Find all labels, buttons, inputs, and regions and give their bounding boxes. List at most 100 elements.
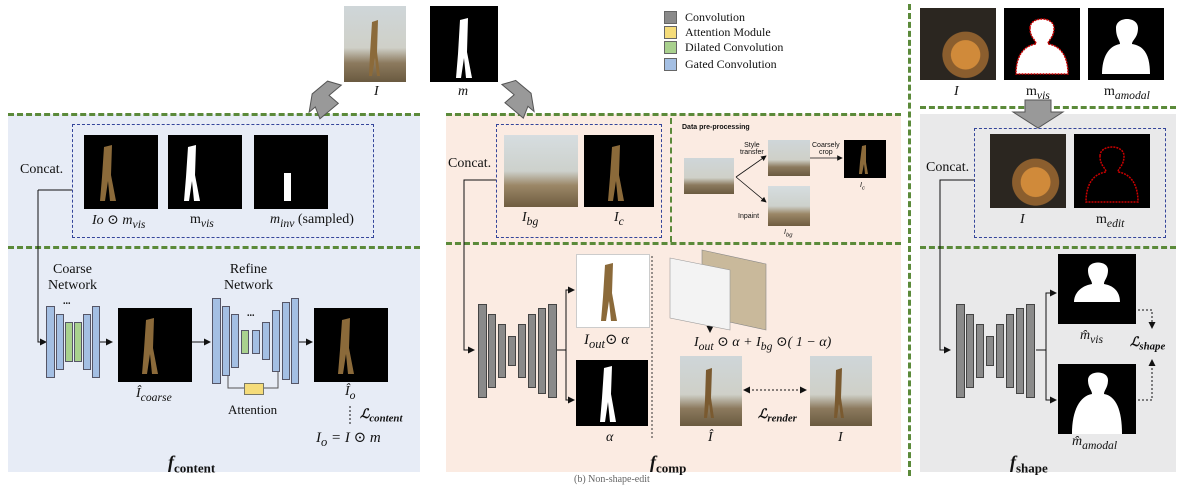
- preprocess-ibg-label: Ibg: [784, 229, 792, 238]
- label-sub: out: [589, 337, 605, 351]
- big-arrow-right: [1011, 99, 1065, 129]
- attention-block: [244, 383, 264, 395]
- shape-input-medit: [1074, 134, 1150, 208]
- preprocess-title: Data pre-processing: [682, 124, 750, 131]
- label-sub: content: [369, 412, 403, 425]
- label-main: I: [784, 229, 786, 236]
- legend-item-gated: Gated Convolution: [664, 57, 777, 72]
- conv-block: [976, 324, 984, 378]
- gated-conv-block: [231, 314, 239, 368]
- shape-concat-label: Concat.: [926, 160, 970, 175]
- label-line: Coarse: [53, 262, 92, 277]
- label-sub: c: [861, 185, 865, 192]
- legend-label: Dilated Convolution: [685, 40, 784, 54]
- coarse-network: ...: [46, 296, 100, 378]
- label-sub: vis: [1036, 88, 1050, 102]
- preprocess-ic-image: [844, 140, 886, 178]
- shape-title: fshape: [1010, 452, 1048, 477]
- label-sub: amodal: [1082, 438, 1118, 452]
- gated-conv-block: [262, 322, 270, 360]
- dilated-conv-block: [74, 322, 82, 362]
- label-main: m: [270, 212, 281, 227]
- legend-label: Gated Convolution: [685, 57, 777, 71]
- conv-block: [1006, 314, 1014, 388]
- gated-conv-block: [272, 310, 280, 372]
- legend-item-dilated: Dilated Convolution: [664, 40, 783, 55]
- label-main: ℒ: [1130, 334, 1140, 349]
- shape-out-mvis: [1058, 254, 1136, 324]
- legend-item-convolution: Convolution: [664, 10, 745, 25]
- label-sub: vis: [132, 217, 146, 231]
- shape-input-I-label: I: [1020, 212, 1025, 227]
- gated-conv-block: [282, 302, 290, 380]
- gated-conv-block: [56, 314, 64, 370]
- label-main: m̂: [1072, 434, 1083, 449]
- label-sub: bg: [526, 214, 539, 228]
- conv-block: [1016, 308, 1024, 394]
- label-main: I: [860, 182, 862, 189]
- title-main: f: [1010, 452, 1016, 472]
- preprocess-inpaint-label: Inpaint: [738, 213, 760, 220]
- separator-mid-comp: [446, 242, 901, 245]
- content-input-masked-image: [84, 135, 158, 209]
- comp-out-rgb: [576, 254, 650, 328]
- coarse-output-label: Îcoarse: [136, 386, 172, 404]
- shape-input-I: [990, 134, 1066, 208]
- preprocess-ic-label: Ic: [860, 182, 865, 191]
- legend-swatch: [664, 41, 677, 54]
- content-label-inp1: Io ⊙ mvis: [92, 212, 145, 231]
- comp-concat-label: Concat.: [448, 156, 492, 171]
- label-sub: out: [698, 339, 714, 353]
- title-sub: shape: [1016, 460, 1048, 476]
- shape-top-mamodal: [1088, 8, 1164, 80]
- content-title: fcontent: [168, 452, 215, 477]
- label-sub: amodal: [1114, 88, 1150, 102]
- label-main: ℒ: [360, 406, 370, 421]
- label-main: m̂: [1080, 328, 1091, 343]
- title-sub: content: [174, 460, 216, 476]
- input-mask-m: [430, 6, 498, 82]
- gated-conv-block: [212, 298, 221, 384]
- shape-top-mvis: [1004, 8, 1080, 80]
- big-arrow-left: [308, 80, 343, 120]
- comp-input-box: [496, 124, 662, 238]
- label-main: Î: [345, 384, 350, 399]
- title-sub: comp: [656, 460, 687, 476]
- content-concat-label: Concat.: [20, 162, 64, 177]
- label-main: I: [584, 332, 589, 348]
- content-concat-line: [37, 190, 47, 346]
- gated-conv-block: [252, 330, 260, 354]
- legend-label: Attention Module: [685, 25, 771, 39]
- comp-i-label: I: [838, 430, 843, 445]
- label-line: Network: [224, 278, 273, 293]
- comp-out-alpha: [576, 360, 648, 426]
- label-sub: inv: [280, 216, 295, 230]
- legend-swatch: [664, 26, 677, 39]
- shape-lshape-label: ℒshape: [1130, 334, 1165, 353]
- comp-input-ic: [584, 135, 654, 207]
- comp-input-ibg: [504, 135, 578, 207]
- label-rest: ⊙( 1 − α): [772, 335, 832, 350]
- attention-label: Attention: [228, 402, 278, 417]
- label-note: (sampled): [297, 212, 354, 227]
- legend-item-attention: Attention Module: [664, 25, 771, 40]
- label-line: transfer: [740, 149, 764, 156]
- label-m-top: m: [458, 84, 469, 99]
- label-main: m: [1096, 212, 1107, 227]
- content-input-box: [72, 124, 374, 238]
- content-label-inp2: mvis: [190, 212, 214, 230]
- preprocess-styled-image: [768, 140, 810, 176]
- content-input-mvis: [168, 135, 242, 209]
- content-label-inp3: minv (sampled): [270, 212, 354, 230]
- dilated-conv-block: [241, 330, 249, 354]
- comp-alpha-label: α: [606, 430, 614, 445]
- comp-i-image: [810, 356, 872, 426]
- label-line: Coarsely: [812, 142, 840, 149]
- content-output-image: [314, 308, 388, 382]
- gated-conv-block: [222, 306, 230, 376]
- shape-top-image-I: [920, 8, 996, 80]
- shape-input-medit-label: medit: [1096, 212, 1124, 230]
- loss-content-label: ℒcontent: [360, 406, 402, 425]
